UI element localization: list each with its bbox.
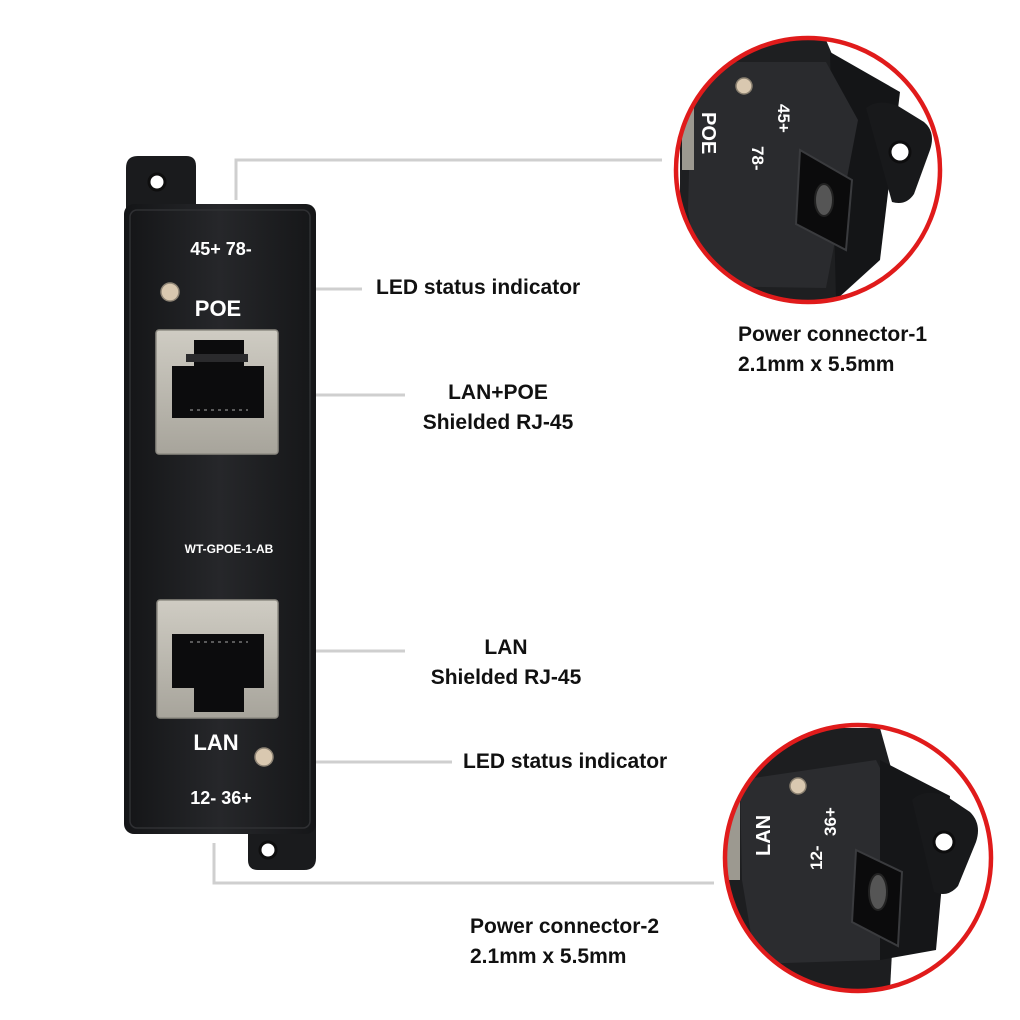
poe-port-label: POE [195, 296, 241, 321]
led-bottom-callout: LED status indicator [463, 747, 667, 777]
top-pin-label: 45+ 78- [190, 239, 252, 259]
poe-port-callout: LAN+POE Shielded RJ-45 [400, 378, 596, 438]
poe-led-indicator [160, 282, 180, 302]
lan-port-label: LAN [193, 730, 238, 755]
power1-title: Power connector-1 [738, 323, 928, 346]
poe-port-subtitle: Shielded RJ-45 [422, 411, 574, 434]
power-connector-1-zoom: POE 45+ 78- [673, 35, 943, 305]
lan-led-indicator [254, 747, 274, 767]
power2-title: Power connector-2 [470, 915, 660, 938]
led-top-label: LED status indicator [376, 276, 581, 299]
zoom-top-port-label: POE [697, 112, 719, 154]
zoom-bottom-mount-hole [932, 830, 956, 854]
power2-leader [212, 843, 714, 885]
zoom-top-pins-a: 45+ [774, 104, 793, 133]
power1-spec: 2.1mm x 5.5mm [738, 353, 895, 376]
led-top-callout: LED status indicator [376, 273, 580, 303]
zoom-bottom-pins-a: 12- [807, 845, 826, 870]
led-bottom-label: LED status indicator [463, 750, 668, 773]
power-connector-2-zoom: LAN 12- 36+ [722, 722, 994, 994]
zoom-bottom-led [789, 777, 807, 795]
zoom-bottom-ring [722, 722, 994, 994]
lan-rj45-jack [156, 599, 279, 719]
power2-spec: 2.1mm x 5.5mm [470, 945, 627, 968]
device-face [129, 209, 311, 829]
zoom-top-pins-b: 78- [748, 146, 767, 171]
bottom-pin-label: 12- 36+ [190, 788, 252, 808]
top-mount-hole [147, 172, 167, 192]
zoom-bottom-pins-b: 36+ [821, 807, 840, 836]
lan-port-callout: LAN Shielded RJ-45 [408, 633, 604, 693]
power2-callout: Power connector-2 2.1mm x 5.5mm [470, 912, 659, 972]
lan-port-subtitle: Shielded RJ-45 [430, 666, 582, 689]
model-number: WT-GPOE-1-AB [185, 542, 274, 556]
zoom-top-ring [673, 35, 943, 305]
poe-injector-device: 45+ 78- POE WT-GPOE-1-AB LAN 12- 36+ [124, 156, 316, 870]
zoom-top-mount-hole [888, 140, 912, 164]
zoom-bottom-port-label: LAN [753, 815, 775, 856]
power1-callout: Power connector-1 2.1mm x 5.5mm [738, 320, 927, 380]
poe-rj45-jack [155, 329, 279, 455]
poe-port-title: LAN+POE [448, 381, 548, 404]
power1-leader [234, 158, 662, 200]
zoom-top-led [735, 77, 753, 95]
bottom-mount-hole [258, 840, 278, 860]
lan-port-title: LAN [484, 636, 528, 659]
